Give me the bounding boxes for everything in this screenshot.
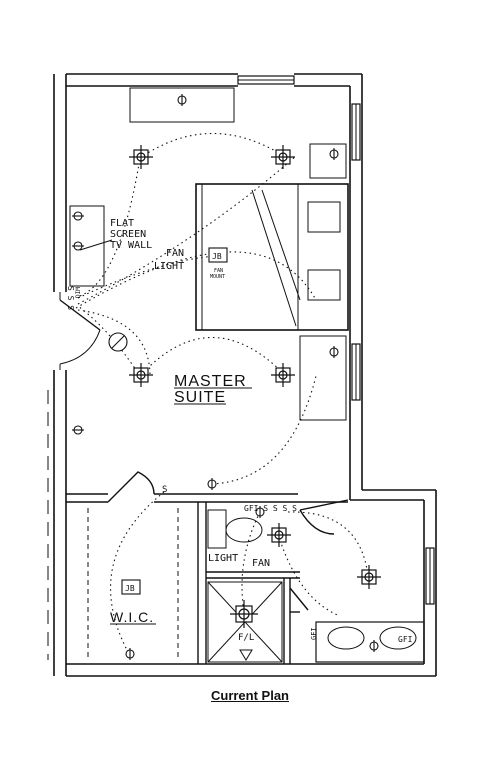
outlet-icon [72, 211, 84, 221]
sink-right [379, 626, 417, 650]
jb-label-wic: JB [125, 584, 135, 593]
exterior-walls [53, 73, 437, 677]
bed [195, 183, 349, 331]
sink-left [327, 626, 365, 650]
flat-screen-label-2: SCREEN [110, 229, 146, 240]
wic-switch-label: S [162, 485, 167, 495]
fan-mount-label-2: MOUNT [210, 274, 225, 280]
wiring-lines [75, 133, 369, 653]
outlet-icon [72, 241, 84, 251]
tv-cabinet [69, 205, 105, 287]
interior-walls [66, 471, 425, 664]
junction-boxes [121, 247, 228, 595]
vanity-gfi-label: GFI [398, 635, 413, 644]
outlet-icon [255, 506, 265, 518]
bath-light-label: LIGHT [208, 553, 238, 564]
shower-light-icon [230, 600, 258, 628]
smoke-detector-icon [108, 332, 128, 352]
recessed-light-icon [129, 145, 153, 169]
outlet-icon [369, 640, 379, 652]
desk-top [129, 87, 235, 123]
recessed-light-icon [357, 565, 381, 589]
fan-light-label-2: LIGHT [154, 261, 184, 272]
outlet-icon [177, 94, 187, 106]
toilet [207, 509, 263, 549]
switch-bank-label: S S S [66, 286, 75, 310]
room-label-master-2: SUITE [174, 389, 226, 406]
vanity-gfi-vert-label: GFI [310, 627, 318, 640]
light-fixtures [129, 145, 381, 628]
room-label-wic: W.I.C. [110, 609, 154, 625]
bath-fan-label: FAN [252, 558, 270, 569]
entry-door [59, 292, 101, 370]
windows [47, 75, 435, 660]
flat-screen-label-3: TV WALL [110, 240, 152, 251]
outlet-icon [329, 346, 339, 358]
outlet-icon [207, 478, 217, 490]
fan-mount-label-1: FAN [214, 268, 223, 274]
dresser-right [299, 335, 347, 421]
recessed-light-icon [267, 523, 291, 547]
jb-label-bedroom: JB [212, 252, 222, 261]
recessed-light-icon [271, 363, 295, 387]
dimmer-label: DIM [75, 287, 82, 298]
tv-leader [79, 239, 113, 251]
flat-screen-label-1: FLAT [110, 218, 134, 229]
fan-light-label-1: FAN [166, 248, 184, 259]
recessed-light-icon [129, 363, 153, 387]
outlet-icon [329, 148, 339, 160]
fan-light-fl-label: F/L [238, 633, 254, 643]
plan-caption: Current Plan [210, 688, 289, 703]
outlet-icon [125, 648, 135, 660]
junction-box-icon [121, 579, 141, 595]
outlets [72, 94, 379, 660]
junction-box-icon [208, 247, 228, 263]
recessed-light-icon [271, 145, 295, 169]
room-label-master-1: MASTER [174, 373, 247, 390]
outlet-icon [72, 425, 84, 435]
nightstand-top [309, 143, 347, 179]
bath-gfi-switch-label: GFI S S S S [244, 504, 297, 513]
